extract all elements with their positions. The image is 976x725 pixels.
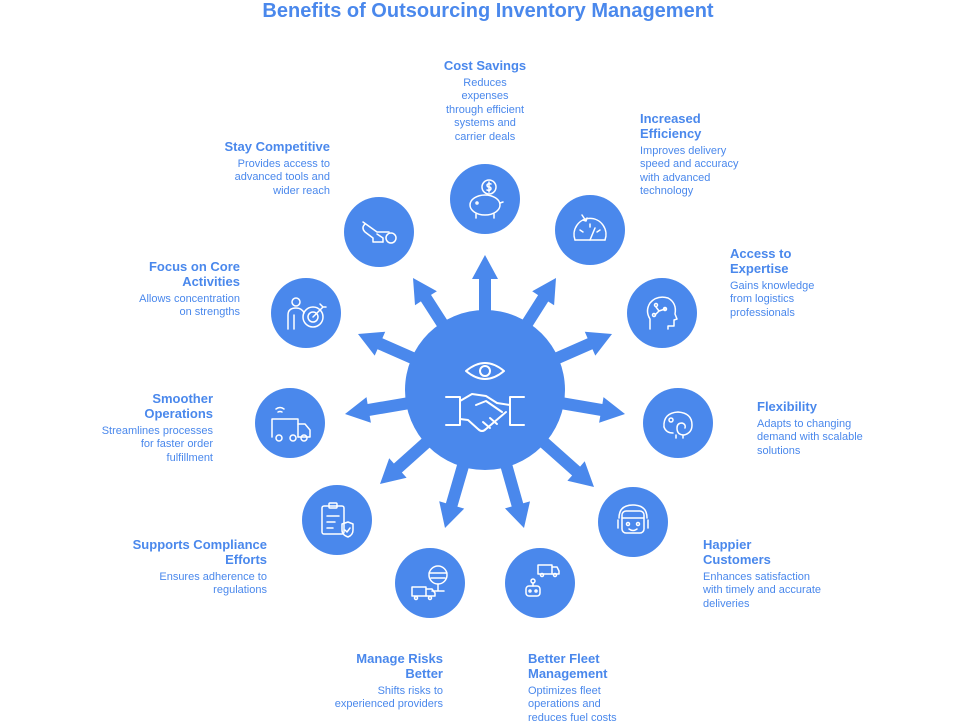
benefit-heading: Stay Competitive bbox=[224, 139, 330, 154]
benefit-description: Improves delivery speed and accuracy wit… bbox=[640, 145, 739, 198]
benefit-description: Streamlines processes for faster order f… bbox=[101, 425, 213, 464]
benefit-heading: Smoother Operations bbox=[144, 391, 213, 421]
benefit-description: Adapts to changing demand with scalable … bbox=[757, 418, 863, 457]
spoke-circle-happier-customers bbox=[598, 487, 668, 557]
spoke-circle-increased-efficiency bbox=[555, 195, 625, 265]
spoke-circle-supports-compliance bbox=[302, 485, 372, 555]
benefit-description: Ensures adherence to regulations bbox=[159, 571, 267, 597]
benefit-heading: Increased Efficiency bbox=[640, 111, 702, 141]
piggy-bank-icon bbox=[469, 179, 504, 219]
diagram-title: Benefits of Outsourcing Inventory Manage… bbox=[262, 0, 714, 22]
benefit-description: Enhances satisfaction with timely and ac… bbox=[703, 571, 821, 610]
benefit-happier-customers-label: Happier Customers Enhances satisfaction … bbox=[703, 537, 828, 611]
fleet-truck-icon bbox=[525, 564, 560, 597]
benefit-heading: Cost Savings bbox=[443, 58, 527, 73]
benefit-better-fleet-management-label: Better Fleet Management Optimizes fleet … bbox=[528, 651, 638, 725]
delivery-worker-icon bbox=[411, 565, 448, 601]
compliance-clipboard-icon bbox=[321, 502, 354, 538]
spoke-circle-smoother-operations bbox=[255, 388, 325, 458]
benefit-manage-risks-better-label: Manage Risks Better Shifts risks to expe… bbox=[318, 651, 443, 712]
benefit-description: Reduces expenses through efficient syste… bbox=[445, 77, 525, 143]
benefit-heading: Access to Expertise bbox=[730, 246, 792, 276]
benefit-heading: Flexibility bbox=[757, 399, 817, 414]
sprinter-icon bbox=[362, 221, 397, 244]
benefit-heading: Focus on Core Activities bbox=[148, 259, 240, 289]
benefit-stay-competitive-label: Stay Competitive Provides access to adva… bbox=[215, 139, 330, 198]
benefit-description: Gains knowledge from logistics professio… bbox=[730, 280, 815, 319]
benefit-description: Provides access to advanced tools and wi… bbox=[234, 158, 330, 197]
eye-icon bbox=[465, 362, 505, 380]
spoke-circle-access-to-expertise bbox=[627, 278, 697, 348]
benefit-heading: Manage Risks Better bbox=[356, 651, 443, 681]
spoke-circle-focus-on-core bbox=[271, 278, 341, 348]
center-hub bbox=[405, 310, 565, 470]
benefit-heading: Happier Customers bbox=[703, 537, 771, 567]
benefit-cost-savings-label: Cost Savings Reduces expenses through ef… bbox=[410, 58, 560, 144]
brain-head-icon bbox=[646, 296, 678, 330]
arrow-cost-savings bbox=[472, 255, 498, 330]
speedometer-icon bbox=[573, 214, 607, 241]
spoke-circle-better-fleet-management bbox=[505, 548, 575, 618]
spoke-circle-manage-risks-better bbox=[395, 548, 465, 618]
benefit-access-to-expertise-label: Access to Expertise Gains knowledge from… bbox=[730, 246, 830, 320]
benefit-heading: Better Fleet Management bbox=[528, 651, 608, 681]
handshake-icon bbox=[445, 393, 525, 432]
spoke-circle-cost-savings bbox=[450, 164, 520, 234]
benefit-increased-efficiency-label: Increased Efficiency Improves delivery s… bbox=[640, 111, 752, 199]
benefit-flexibility-label: Flexibility Adapts to changing demand wi… bbox=[757, 399, 882, 458]
benefit-smoother-operations-label: Smoother Operations Streamlines processe… bbox=[93, 391, 213, 465]
customer-service-icon bbox=[617, 504, 649, 534]
benefit-description: Optimizes fleet operations and reduces f… bbox=[528, 685, 617, 724]
benefit-description: Allows concentration on strengths bbox=[139, 293, 240, 319]
target-person-icon bbox=[287, 297, 327, 330]
benefit-focus-on-core-label: Focus on Core Activities Allows concentr… bbox=[120, 259, 240, 320]
benefit-supports-compliance-label: Supports Compliance Efforts Ensures adhe… bbox=[127, 537, 267, 598]
chameleon-icon bbox=[663, 411, 693, 439]
benefit-description: Shifts risks to experienced providers bbox=[334, 685, 443, 711]
delivery-van-icon bbox=[271, 406, 311, 442]
spoke-circle-flexibility bbox=[643, 388, 713, 458]
benefit-heading: Supports Compliance Efforts bbox=[132, 537, 267, 567]
